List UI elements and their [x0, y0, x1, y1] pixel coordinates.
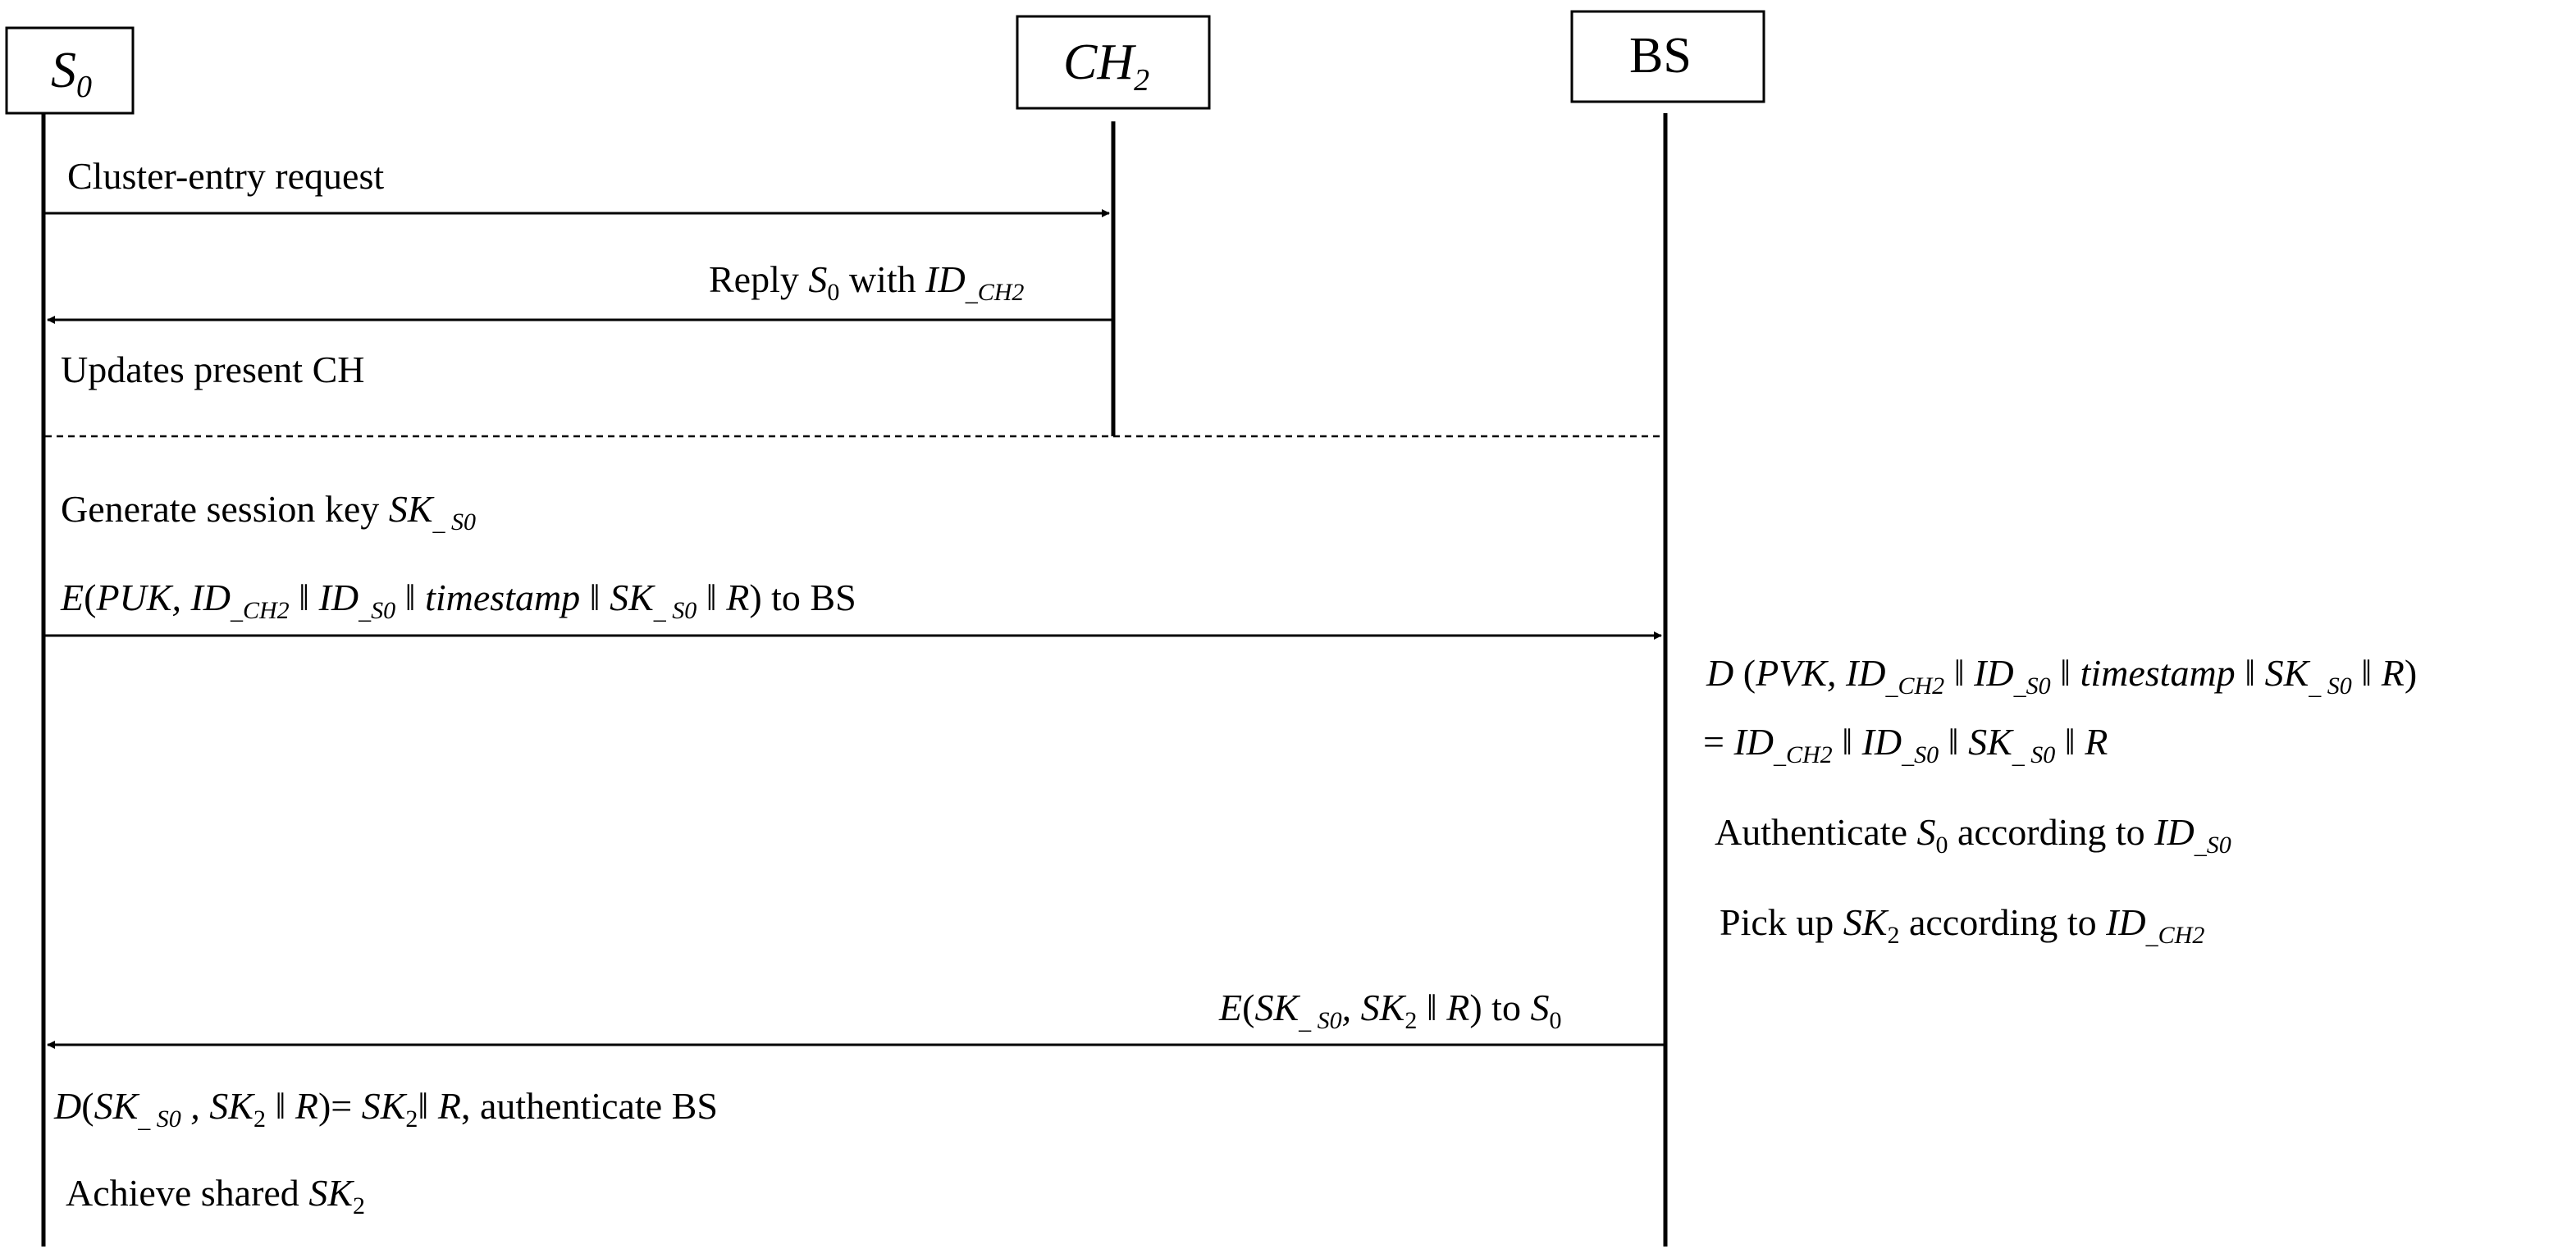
reply-label: Reply S0 with ID_CH2: [709, 258, 1024, 306]
encrypt-label: E(PUK, ID_CH2 ‖ ID_S0 ‖ timestamp ‖ SK_ …: [60, 577, 856, 624]
svg-text:BS: BS: [1629, 28, 1692, 84]
cluster-entry-label: Cluster-entry request: [67, 155, 384, 197]
participant-bs: BS: [1570, 10, 1765, 103]
updates-label: Updates present CH: [61, 349, 364, 390]
decrypt-result-label: = ID_CH2 ‖ ID_S0 ‖ SK_ S0 ‖ R: [1703, 721, 2108, 768]
pickup-label: Pick up SK2 according to ID_CH2: [1720, 901, 2204, 949]
achieve-label: Achieve shared SK2: [66, 1172, 365, 1219]
reply-bs-label: E(SK_ S0, SK2 ‖ R) to S0: [1218, 987, 1561, 1034]
generate-key-label: Generate session key SK_ S0: [61, 488, 476, 536]
participant-s0: S0: [5, 26, 135, 115]
svg-text:S0: S0: [51, 43, 92, 104]
decrypt-label: D (PVK, ID_CH2 ‖ ID_S0 ‖ timestamp ‖ SK_…: [1706, 652, 2417, 700]
final-decrypt-label: D(SK_ S0 , SK2 ‖ R)= SK2‖ R, authenticat…: [53, 1085, 718, 1133]
authenticate-label: Authenticate S0 according to ID_S0: [1715, 811, 2231, 859]
svg-text:CH2: CH2: [1063, 34, 1149, 98]
participant-ch2: CH2: [1016, 15, 1211, 110]
